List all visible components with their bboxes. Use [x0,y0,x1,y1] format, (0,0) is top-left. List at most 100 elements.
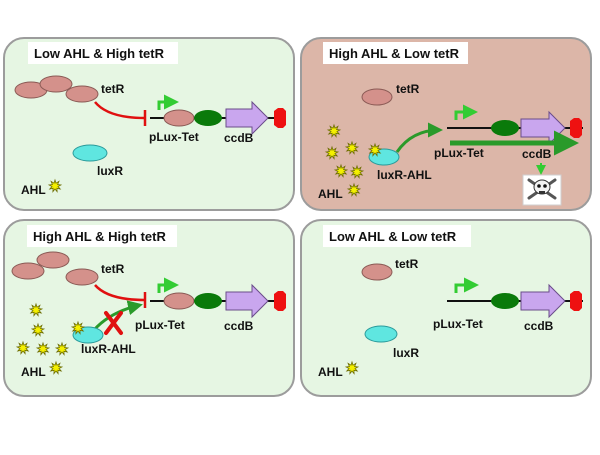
ahl-label: AHL [318,365,343,379]
gene-label: ccdB [224,131,254,145]
ahl-molecule-icon [47,178,63,193]
ahl-molecule-icon [349,164,365,179]
promoter-arrow-icon [157,277,179,293]
ahl-label: AHL [21,183,46,197]
panel-title: Low AHL & Low tetR [329,229,457,244]
tetr-protein [361,263,393,281]
terminator [274,291,286,311]
tetr-label: tetR [101,262,125,276]
operator-site [491,120,519,136]
tetr-protein [361,88,393,106]
ahl-star-shape [48,360,64,375]
promoter-arrow-icon [157,94,179,110]
gene-label: ccdB [524,319,554,333]
ahl-molecule-icon [48,360,64,375]
ahl-star-shape [346,182,362,197]
promoter-label: pLux-Tet [434,146,484,160]
panel-background [3,219,295,397]
operator-site [194,293,222,309]
inhibition-arrow [94,284,146,302]
ahl-star-shape [349,164,365,179]
luxr-label: luxR [393,346,419,360]
terminator [570,291,582,311]
ccdb-gene-arrow [225,283,269,319]
ahl-molecule-icon [15,340,31,355]
ahl-star-shape [326,123,342,138]
tetr-protein [36,251,70,269]
ahl-molecule-icon [344,140,360,155]
ahl-molecule-icon [30,322,46,337]
tetr-label: tetR [101,82,125,96]
luxr-label: luxR-AHL [377,168,432,182]
luxr-label: luxR-AHL [81,342,136,356]
ahl-molecule-icon [346,182,362,197]
ahl-star-shape [344,140,360,155]
ahl-molecule-icon [326,123,342,138]
ahl-star-shape [30,322,46,337]
red-x-icon [104,311,123,335]
ahl-star-shape [35,341,51,356]
ahl-molecule-icon [35,341,51,356]
gene-label: ccdB [522,147,552,161]
ccdb-gene-arrow [225,100,269,136]
ahl-star-shape [28,302,44,317]
luxr-protein [72,144,108,162]
panel-title-box [28,42,178,64]
tetr-label: tetR [396,82,420,96]
tetr-protein [39,75,73,93]
ahl-star-shape [333,163,349,178]
ahl-molecule-icon [344,360,360,375]
ahl-bound-icon [367,142,383,157]
ahl-molecule-icon [324,145,340,160]
ahl-label: AHL [21,365,46,379]
ahl-star-shape [70,320,86,335]
skull-crossbones-icon [522,174,562,206]
panel-title-box [27,225,177,247]
promoter-label: pLux-Tet [433,317,483,331]
panel-low-ahl-high-tetr: Low AHL & High tetR tetR pLux-Tet ccdB l… [3,37,295,211]
promoter-label: pLux-Tet [149,130,199,144]
tetr-label: tetR [395,257,419,271]
panel-title: High AHL & High tetR [33,229,166,244]
ccdb-gene-arrow [520,283,566,319]
operator-site [491,293,519,309]
promoter-arrow-icon [454,104,478,120]
panel-high-ahl-low-tetr: High AHL & Low tetR tetR pLux-Tet ccdB l… [300,37,592,211]
gene-label: ccdB [224,319,254,333]
ahl-label: AHL [318,187,343,201]
luxr-protein [364,325,398,343]
promoter-label: pLux-Tet [135,318,185,332]
ahl-molecule-icon [54,341,70,356]
panel-background [300,37,592,211]
operator-site [194,110,222,126]
activation-arrow [395,122,443,153]
promoter-arrow-icon [454,277,479,293]
ahl-star-shape [344,360,360,375]
activation-arrow [92,300,143,332]
ahl-molecule-icon [333,163,349,178]
ahl-star-shape [367,142,383,157]
terminator [570,118,582,138]
ahl-star-shape [47,178,63,193]
inhibition-arrow [94,101,146,120]
tetr-protein [65,268,99,286]
ahl-star-shape [324,145,340,160]
terminator [274,108,286,128]
ahl-star-shape [54,341,70,356]
tetr-protein [65,85,99,103]
panel-title: Low AHL & High tetR [34,46,165,61]
luxr-ahl-complex [72,326,104,344]
tetr-protein [11,262,45,280]
panel-title: High AHL & Low tetR [329,46,460,61]
tetr-bound-protein [163,292,195,310]
panel-background [3,37,295,211]
luxr-label: luxR [97,164,123,178]
ahl-bound-icon [70,320,86,335]
ahl-star-shape [15,340,31,355]
ahl-molecule-icon [28,302,44,317]
panel-low-ahl-low-tetr: Low AHL & Low tetR tetR pLux-Tet ccdB lu… [300,219,592,397]
panel-high-ahl-high-tetr: High AHL & High tetR tetR pLux-Tet ccdB … [3,219,295,397]
tetr-bound-protein [163,109,195,127]
panel-title-box [323,42,468,64]
